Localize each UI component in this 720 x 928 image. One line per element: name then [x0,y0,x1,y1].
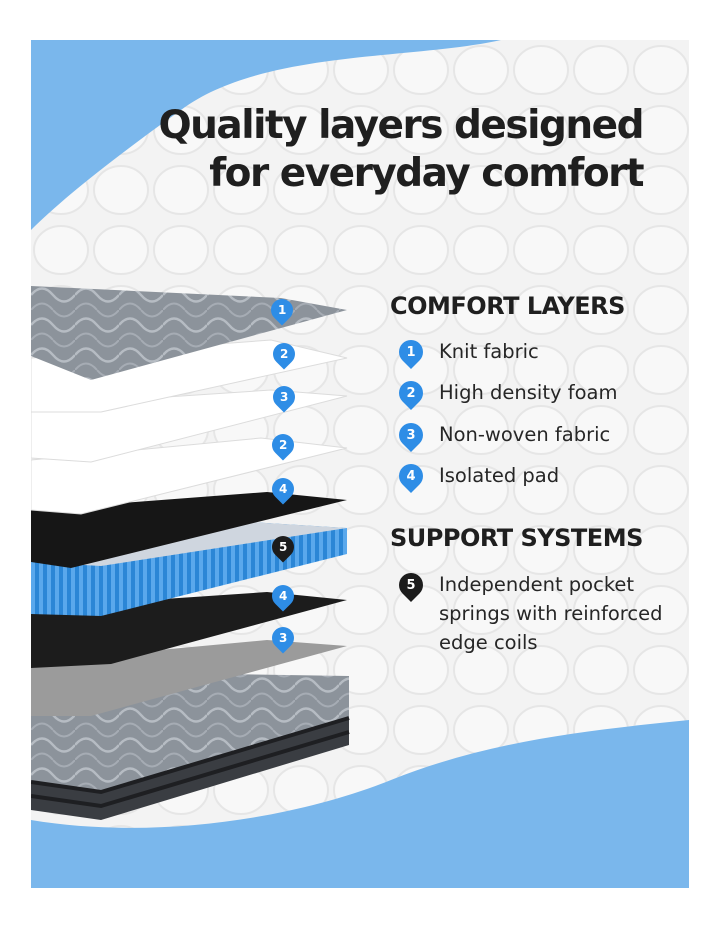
title-line-1: Quality layers designed [158,103,645,148]
legend-item: 1 Knit fabric [394,335,539,369]
legend-item: 2 High density foam [394,376,618,410]
legend-item: 5 Independent pocket springs with reinfo… [394,568,663,657]
support-systems-heading: SUPPORT SYSTEMS [390,524,643,552]
mattress-layers-illustration [31,40,689,888]
number-pin-icon: 3 [394,418,428,452]
number-pin-icon: 1 [394,335,428,369]
page-title: Quality layers designed for everyday com… [123,102,645,198]
bottom-blue-wave [31,720,689,888]
legend-item: 3 Non-woven fabric [394,418,611,452]
legend-item: 4 Isolated pad [394,459,560,493]
title-line-2: for everyday comfort [209,151,644,196]
top-left-blue-wave [31,40,501,230]
comfort-layers-heading: COMFORT LAYERS [390,292,625,320]
number-pin-icon: 5 [394,568,428,602]
legend-label: Isolated pad [439,464,560,487]
number-pin-icon: 2 [394,376,428,410]
legend-label: Non-woven fabric [439,423,611,446]
product-infographic: Quality layers designed for everyday com… [31,40,689,888]
legend-label: High density foam [439,381,618,404]
legend-label: Independent pocket springs with reinforc… [439,573,663,654]
legend-label: Knit fabric [439,340,539,363]
layer-isolated-pad-upper [31,492,347,568]
number-pin-icon: 4 [394,459,428,493]
layer-knit-fabric [31,286,347,380]
